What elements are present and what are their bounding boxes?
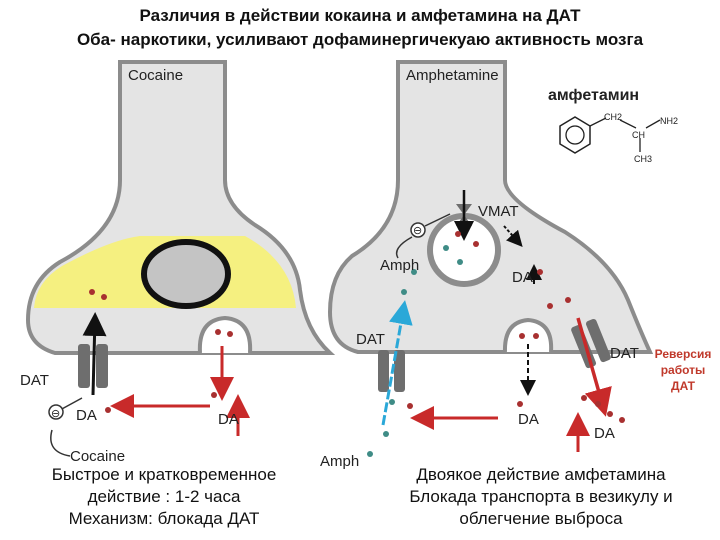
page-title: Различия в действии кокаина и амфетамина… — [139, 6, 581, 25]
amphetamine-title-label: Amphetamine — [406, 67, 499, 84]
inhibitor-icon-left: ⊖ — [51, 408, 60, 420]
da-arrow-reverse — [576, 317, 612, 417]
amphetamine-caption: Двоякое действие амфетамина Блокада тран… — [366, 464, 716, 530]
molecule-ch2: CH2 — [604, 112, 622, 122]
reversal-line-1: Реверсия — [654, 347, 712, 361]
reversal-annotation: Реверсия работы ДАТ — [648, 346, 718, 394]
vesicle-left — [141, 239, 231, 309]
amphetamine-caption-line-3: облегчение выброса — [459, 509, 623, 528]
amphetamine-structure — [559, 116, 661, 154]
molecule-ch: CH — [632, 130, 645, 140]
amphetamine-panel — [327, 60, 654, 457]
postsynaptic-spine-left — [197, 315, 253, 354]
amphetamine-caption-line-2: Блокада транспорта в везикулу и — [409, 487, 673, 506]
presynaptic-terminal-right — [327, 60, 654, 354]
da-label-left: DA — [76, 407, 97, 424]
cocaine-caption-line-2: действие : 1-2 часа — [87, 487, 241, 506]
amphetamine-caption-line-1: Двоякое действие амфетамина — [416, 465, 666, 484]
da-label-vesicle: DA — [512, 269, 533, 286]
page-subtitle: Оба- наркотики, усиливают дофаминергичек… — [76, 30, 644, 49]
amph-label-outer: Amph — [320, 453, 359, 470]
presynaptic-terminal-left — [25, 60, 336, 355]
molecule-name: амфетамин — [548, 87, 639, 104]
cocaine-panel — [25, 60, 336, 457]
cocaine-caption-line-1: Быстрое и кратковременное — [51, 465, 277, 484]
reversal-line-3: ДАТ — [671, 379, 695, 393]
dat-label-left: DAT — [20, 372, 49, 389]
cocaine-title-label: Cocaine — [128, 67, 183, 84]
da-label-mid: DA — [518, 411, 539, 428]
cocaine-caption-line-3: Механизм: блокада ДАТ — [68, 509, 260, 528]
inhibitor-icon-right: ⊖ — [413, 225, 422, 237]
molecule-nh2: NH2 — [660, 116, 678, 126]
molecule-ch3: CH3 — [634, 154, 652, 164]
postsynaptic-spine-right — [502, 317, 554, 353]
da-label-right-bottom: DA — [594, 425, 615, 442]
reuptake-arrow-left — [82, 312, 107, 396]
amph-label-inner: Amph — [380, 257, 419, 274]
cocaine-caption: Быстрое и кратковременное действие : 1-2… — [14, 464, 314, 530]
dat-label-right-left: DAT — [356, 331, 385, 348]
dat-transporter-right-left — [378, 350, 405, 392]
reversal-line-2: работы — [660, 363, 706, 377]
vmat-label: VMAT — [478, 203, 519, 220]
cocaine-molecule-label: Cocaine — [70, 448, 125, 465]
da-label-right: DA — [218, 411, 239, 428]
amph-entry-arrow — [381, 300, 413, 426]
dat-transporter-left — [78, 344, 90, 388]
dat-label-right-right: DAT — [610, 345, 639, 362]
